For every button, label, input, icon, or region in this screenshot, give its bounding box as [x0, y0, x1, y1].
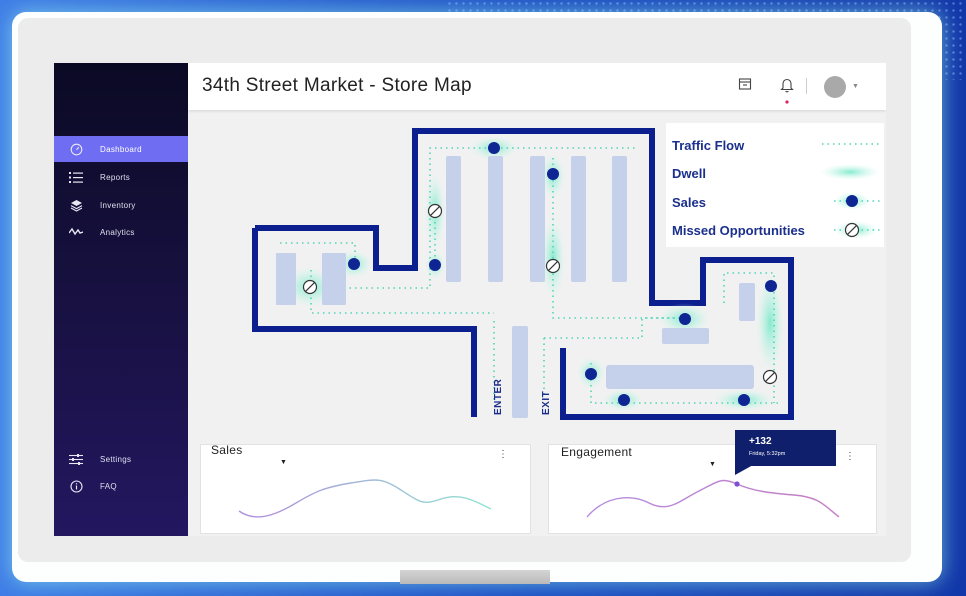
map-legend: Traffic Flow Dwell Sales Missed Opportun…: [666, 123, 884, 247]
engagement-sparkline: [586, 479, 840, 518]
sidebar-item-label: Dashboard: [100, 144, 142, 154]
sidebar-item-label: Settings: [100, 454, 132, 464]
store-map: ENTER EXIT: [252, 128, 794, 420]
sales-more-icon[interactable]: ⋮: [498, 449, 508, 460]
sliders-icon: [68, 452, 84, 466]
sidebar-item-inventory[interactable]: Inventory: [54, 192, 188, 218]
legend-swatches: [820, 143, 880, 239]
sidebar-item-label: Reports: [100, 172, 131, 182]
avatar[interactable]: [824, 76, 846, 98]
missed-opportunity-markers: [302, 203, 778, 385]
store-wall-south-west: [252, 228, 477, 417]
engagement-dropdown-caret[interactable]: ▼: [709, 461, 716, 468]
legend-label-traffic-flow: Traffic Flow: [672, 138, 745, 153]
sidebar-item-reports[interactable]: Reports: [54, 164, 188, 190]
sales-card: Sales ▼ ⋮: [200, 443, 531, 534]
page-title: 34th Street Market - Store Map: [202, 75, 472, 96]
sales-markers: [348, 142, 777, 406]
exit-label: EXIT: [541, 391, 552, 415]
header-bar: 34th Street Market - Store Map ▼: [188, 63, 886, 110]
bell-icon[interactable]: [780, 77, 798, 95]
chevron-down-icon[interactable]: ▼: [852, 83, 859, 90]
sales-sparkline: [238, 479, 492, 518]
sidebar-item-faq[interactable]: FAQ: [54, 473, 188, 499]
app-screen: Dashboard Reports Inventory Analytics Se…: [54, 63, 886, 536]
sidebar-item-analytics[interactable]: Analytics: [54, 219, 188, 245]
sidebar-item-label: FAQ: [100, 481, 117, 491]
sales-dropdown-caret[interactable]: ▼: [280, 459, 287, 466]
list-icon: [68, 170, 84, 184]
missed-opportunity-swatch: [834, 221, 880, 239]
engagement-data-point[interactable]: [734, 481, 740, 487]
store-shelves: [276, 156, 755, 418]
info-icon: [68, 479, 84, 493]
monitor-stand: [400, 570, 550, 584]
sidebar-item-label: Inventory: [100, 200, 136, 210]
traffic-flow-paths: [280, 147, 778, 404]
legend-label-sales: Sales: [672, 195, 706, 210]
engagement-tooltip: +132 Friday, 5:32pm: [735, 430, 836, 466]
sales-card-title: Sales: [211, 443, 243, 457]
engagement-more-icon[interactable]: ⋮: [845, 451, 855, 462]
header-divider: [806, 78, 807, 94]
sidebar-item-dashboard[interactable]: Dashboard: [54, 136, 188, 162]
inbox-icon[interactable]: [738, 77, 756, 95]
tooltip-pointer: [735, 465, 753, 475]
engagement-card-title: Engagement: [561, 445, 633, 459]
dwell-swatch: [820, 164, 880, 180]
legend-label-missed-opportunities: Missed Opportunities: [672, 223, 805, 238]
enter-label: ENTER: [493, 378, 504, 415]
pulse-icon: [68, 225, 84, 239]
sidebar: Dashboard Reports Inventory Analytics Se…: [54, 63, 188, 536]
notification-dot: [785, 100, 789, 104]
tooltip-date: Friday, 5:32pm: [749, 451, 786, 457]
legend-label-dwell: Dwell: [672, 166, 706, 181]
layers-icon: [68, 198, 84, 212]
tooltip-value: +132: [749, 436, 772, 447]
sidebar-item-label: Analytics: [100, 227, 135, 237]
sidebar-item-settings[interactable]: Settings: [54, 446, 188, 472]
speedometer-icon: [68, 142, 84, 156]
sales-swatch: [834, 192, 880, 210]
store-wall-north-east: [255, 128, 794, 420]
